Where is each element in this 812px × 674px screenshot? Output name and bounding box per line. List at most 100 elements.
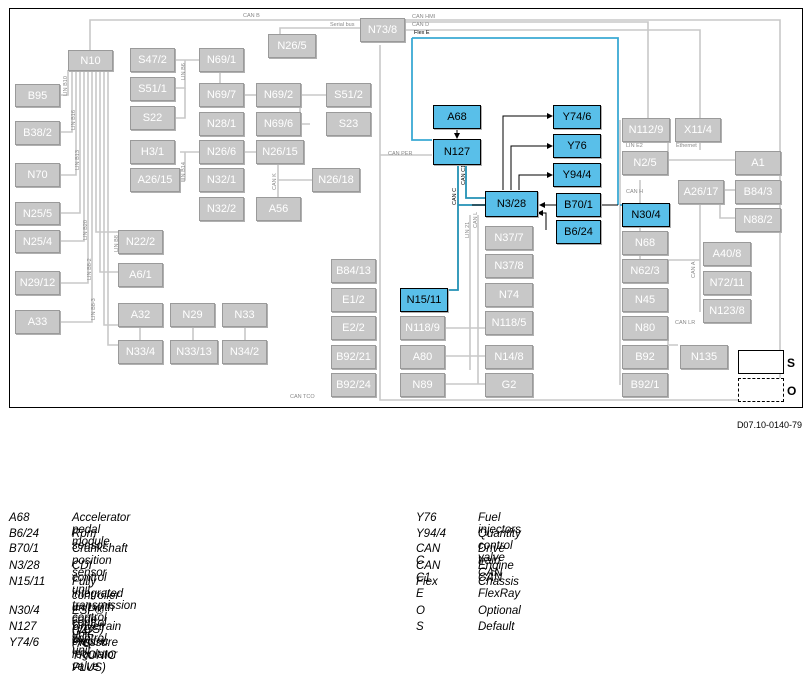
component-n72-11[interactable]: N72/11 — [703, 271, 751, 295]
component-y76[interactable]: Y76 — [553, 134, 601, 158]
component-a1[interactable]: A1 — [735, 151, 781, 175]
component-n74[interactable]: N74 — [485, 283, 533, 307]
component-e1-2[interactable]: E1/2 — [331, 288, 376, 312]
component-n33-13[interactable]: N33/13 — [170, 340, 218, 364]
component-n10[interactable]: N10 — [68, 50, 113, 71]
component-n69-1[interactable]: N69/1 — [199, 48, 244, 72]
component-b92[interactable]: B92 — [622, 345, 668, 369]
component-n28-1[interactable]: N28/1 — [199, 112, 244, 136]
component-n112-9[interactable]: N112/9 — [622, 118, 670, 142]
component-g2[interactable]: G2 — [485, 373, 533, 397]
legend-desc: Drive train CAN — [478, 543, 505, 579]
component-n69-6[interactable]: N69/6 — [256, 112, 301, 136]
component-n3-28[interactable]: N3/28 — [485, 191, 538, 217]
component-a56[interactable]: A56 — [256, 197, 301, 221]
component-a68[interactable]: A68 — [433, 105, 481, 129]
lin-b6-label: LIN B6 — [181, 63, 187, 80]
component-s47-2[interactable]: S47/2 — [130, 48, 175, 72]
lin-b8-2-label: LIN B8-2 — [87, 258, 93, 280]
legend-desc: Pressure regulator valve — [72, 637, 119, 673]
component-y94-4[interactable]: Y94/4 — [553, 163, 601, 187]
component-n73-8[interactable]: N73/8 — [360, 18, 405, 42]
component-n69-7[interactable]: N69/7 — [199, 83, 244, 107]
can-d-label: CAN D — [412, 22, 430, 28]
component-y74-6[interactable]: Y74/6 — [553, 105, 601, 129]
component-b84-13[interactable]: B84/13 — [331, 259, 376, 283]
component-n127[interactable]: N127 — [433, 139, 481, 165]
component-n15-11[interactable]: N15/11 — [400, 288, 448, 312]
component-n25-4[interactable]: N25/4 — [15, 230, 60, 253]
component-n26-6[interactable]: N26/6 — [199, 140, 244, 164]
component-b92-21[interactable]: B92/21 — [331, 345, 376, 369]
legend-desc: Fuel injectors — [478, 512, 521, 536]
component-n69-2[interactable]: N69/2 — [256, 83, 301, 107]
component-n26-15[interactable]: N26/15 — [256, 140, 304, 164]
legend-code: N15/11 — [9, 576, 46, 588]
can-h-label: CAN H — [626, 189, 644, 195]
document-id: D07.10-0140-79 — [736, 420, 802, 430]
component-n34-2[interactable]: N34/2 — [222, 340, 267, 364]
component-s23[interactable]: S23 — [326, 112, 371, 136]
component-n14-8[interactable]: N14/8 — [485, 345, 533, 369]
component-b95[interactable]: B95 — [15, 84, 60, 107]
component-s51-1[interactable]: S51/1 — [130, 77, 175, 101]
component-a6-1[interactable]: A6/1 — [118, 263, 163, 287]
ethernet-label: Ethernet — [676, 143, 697, 149]
component-h3-1[interactable]: H3/1 — [130, 140, 175, 164]
component-b38-2[interactable]: B38/2 — [15, 121, 60, 145]
can-lr-label: CAN LR — [675, 320, 696, 326]
legend-code: CAN C1 — [416, 560, 441, 584]
component-b92-24[interactable]: B92/24 — [331, 373, 376, 397]
component-n33[interactable]: N33 — [222, 303, 267, 327]
component-n29-12[interactable]: N29/12 — [15, 271, 60, 295]
legend-code: N3/28 — [9, 560, 40, 572]
can-tco-label: CAN TCO — [290, 394, 315, 400]
can-k-label: CAN K — [272, 173, 278, 190]
component-n26-5[interactable]: N26/5 — [268, 34, 316, 58]
component-n26-18[interactable]: N26/18 — [312, 168, 360, 192]
component-x11-4[interactable]: X11/4 — [675, 118, 721, 142]
legend-desc: Fully integrated transmission control (V… — [72, 576, 137, 648]
component-b6-24[interactable]: B6/24 — [556, 220, 601, 244]
component-n62-3[interactable]: N62/3 — [622, 259, 668, 283]
legend-desc: Default — [478, 621, 515, 633]
component-a32[interactable]: A32 — [118, 303, 163, 327]
component-n68[interactable]: N68 — [622, 231, 668, 255]
component-n37-8[interactable]: N37/8 — [485, 254, 533, 278]
legend-desc: Accelerator pedal module — [72, 512, 131, 548]
flex-e-line — [411, 37, 622, 206]
component-e2-2[interactable]: E2/2 — [331, 316, 376, 340]
component-n22-2[interactable]: N22/2 — [118, 230, 163, 254]
component-b70-1[interactable]: B70/1 — [556, 193, 601, 217]
lin-21-label: LIN 21 — [465, 221, 471, 238]
component-a40-8[interactable]: A40/8 — [703, 242, 751, 266]
component-n33-4[interactable]: N33/4 — [118, 340, 163, 364]
component-n118-9[interactable]: N118/9 — [400, 316, 445, 340]
legend-code: B6/24 — [9, 528, 40, 540]
component-n25-5[interactable]: N25/5 — [15, 202, 60, 225]
component-n45[interactable]: N45 — [622, 288, 668, 312]
component-n37-7[interactable]: N37/7 — [485, 226, 533, 250]
component-n70[interactable]: N70 — [15, 163, 60, 187]
can-b-label: CAN B — [243, 13, 260, 19]
component-a33[interactable]: A33 — [15, 310, 60, 334]
component-n30-4[interactable]: N30/4 — [622, 203, 670, 227]
component-s22[interactable]: S22 — [130, 106, 175, 130]
component-a26-17[interactable]: A26/17 — [678, 180, 724, 204]
component-n29[interactable]: N29 — [170, 303, 215, 327]
component-n2-5[interactable]: N2/5 — [622, 151, 668, 175]
component-b84-3[interactable]: B84/3 — [735, 180, 781, 204]
component-n32-2[interactable]: N32/2 — [199, 197, 244, 221]
component-n118-5[interactable]: N118/5 — [485, 311, 533, 335]
component-s51-2[interactable]: S51/2 — [326, 83, 371, 107]
component-n80[interactable]: N80 — [622, 316, 668, 340]
component-n123-8[interactable]: N123/8 — [703, 299, 751, 323]
component-a80[interactable]: A80 — [400, 345, 445, 369]
component-n89[interactable]: N89 — [400, 373, 445, 397]
component-n135[interactable]: N135 — [680, 345, 728, 369]
component-b92-1[interactable]: B92/1 — [622, 373, 668, 397]
component-n88-2[interactable]: N88/2 — [735, 208, 781, 232]
can-a-label: CAN A — [691, 261, 697, 278]
component-a26-15[interactable]: A26/15 — [130, 168, 180, 192]
component-n32-1[interactable]: N32/1 — [199, 168, 244, 192]
